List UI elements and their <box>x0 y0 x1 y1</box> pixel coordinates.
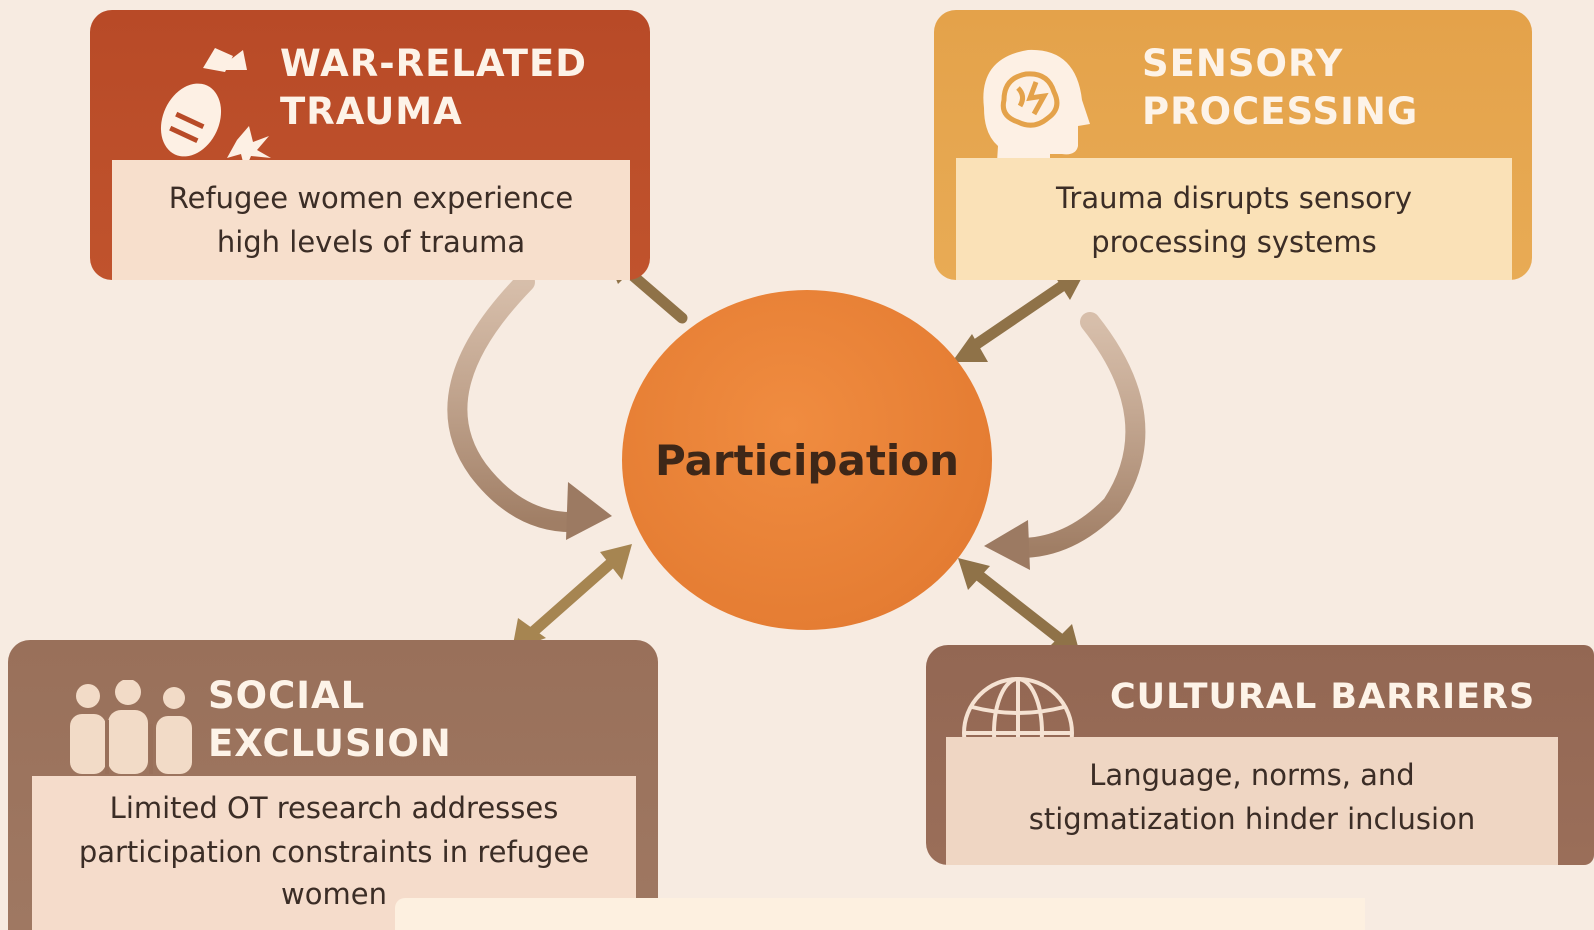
head-brain-icon <box>983 49 1090 178</box>
curved-arrow-right <box>984 312 1146 570</box>
cultural-body-line2: stigmatization hinder inclusion <box>1028 802 1476 836</box>
cultural-body-line1: Language, norms, and <box>1089 758 1415 792</box>
card-social-exclusion: SOCIAL EXCLUSION Limited OT research add… <box>8 640 658 930</box>
cultural-body: Language, norms, and stigmatization hind… <box>946 737 1558 865</box>
people-group-icon <box>70 680 192 774</box>
bomb-explosion-icon <box>160 48 271 170</box>
sensory-title-line1: SENSORY <box>1142 42 1344 85</box>
war-trauma-body-line1: Refugee women experience <box>168 181 574 215</box>
social-body-line3: women <box>281 877 387 911</box>
sensory-title-line2: PROCESSING <box>1142 90 1419 133</box>
cultural-title: CULTURAL BARRIERS <box>1110 677 1536 717</box>
card-cultural-barriers: CULTURAL BARRIERS Language, norms, and s… <box>926 645 1594 865</box>
participation-label: Participation <box>654 435 960 485</box>
war-trauma-body: Refugee women experience high levels of … <box>112 160 630 280</box>
social-title-line1: SOCIAL <box>208 674 366 717</box>
social-body-line1: Limited OT research addresses <box>109 791 559 825</box>
arrow-double-social <box>512 544 632 650</box>
social-title-line2: EXCLUSION <box>208 722 452 765</box>
sensory-body-line2: processing systems <box>1091 225 1377 259</box>
war-trauma-title-line2: TRAUMA <box>280 90 463 133</box>
card-war-related-trauma: WAR-RELATED TRAUMA Refugee women experie… <box>90 10 650 280</box>
arrow-double-cultural <box>958 558 1080 654</box>
war-trauma-title-line1: WAR-RELATED <box>280 42 587 85</box>
sensory-body: Trauma disrupts sensory processing syste… <box>956 158 1512 280</box>
sensory-body-line1: Trauma disrupts sensory <box>1055 181 1412 215</box>
social-body-line2: participation constraints in refugee <box>78 835 590 869</box>
arrow-double-sensory <box>952 266 1088 362</box>
social-body: Limited OT research addresses participat… <box>32 776 636 930</box>
bottom-banner-edge <box>395 898 1365 930</box>
participation-circle: Participation <box>622 290 992 630</box>
card-sensory-processing: SENSORY PROCESSING Trauma disrupts senso… <box>934 10 1532 280</box>
war-trauma-body-line2: high levels of trauma <box>216 225 526 259</box>
curved-arrow-left <box>447 272 612 540</box>
